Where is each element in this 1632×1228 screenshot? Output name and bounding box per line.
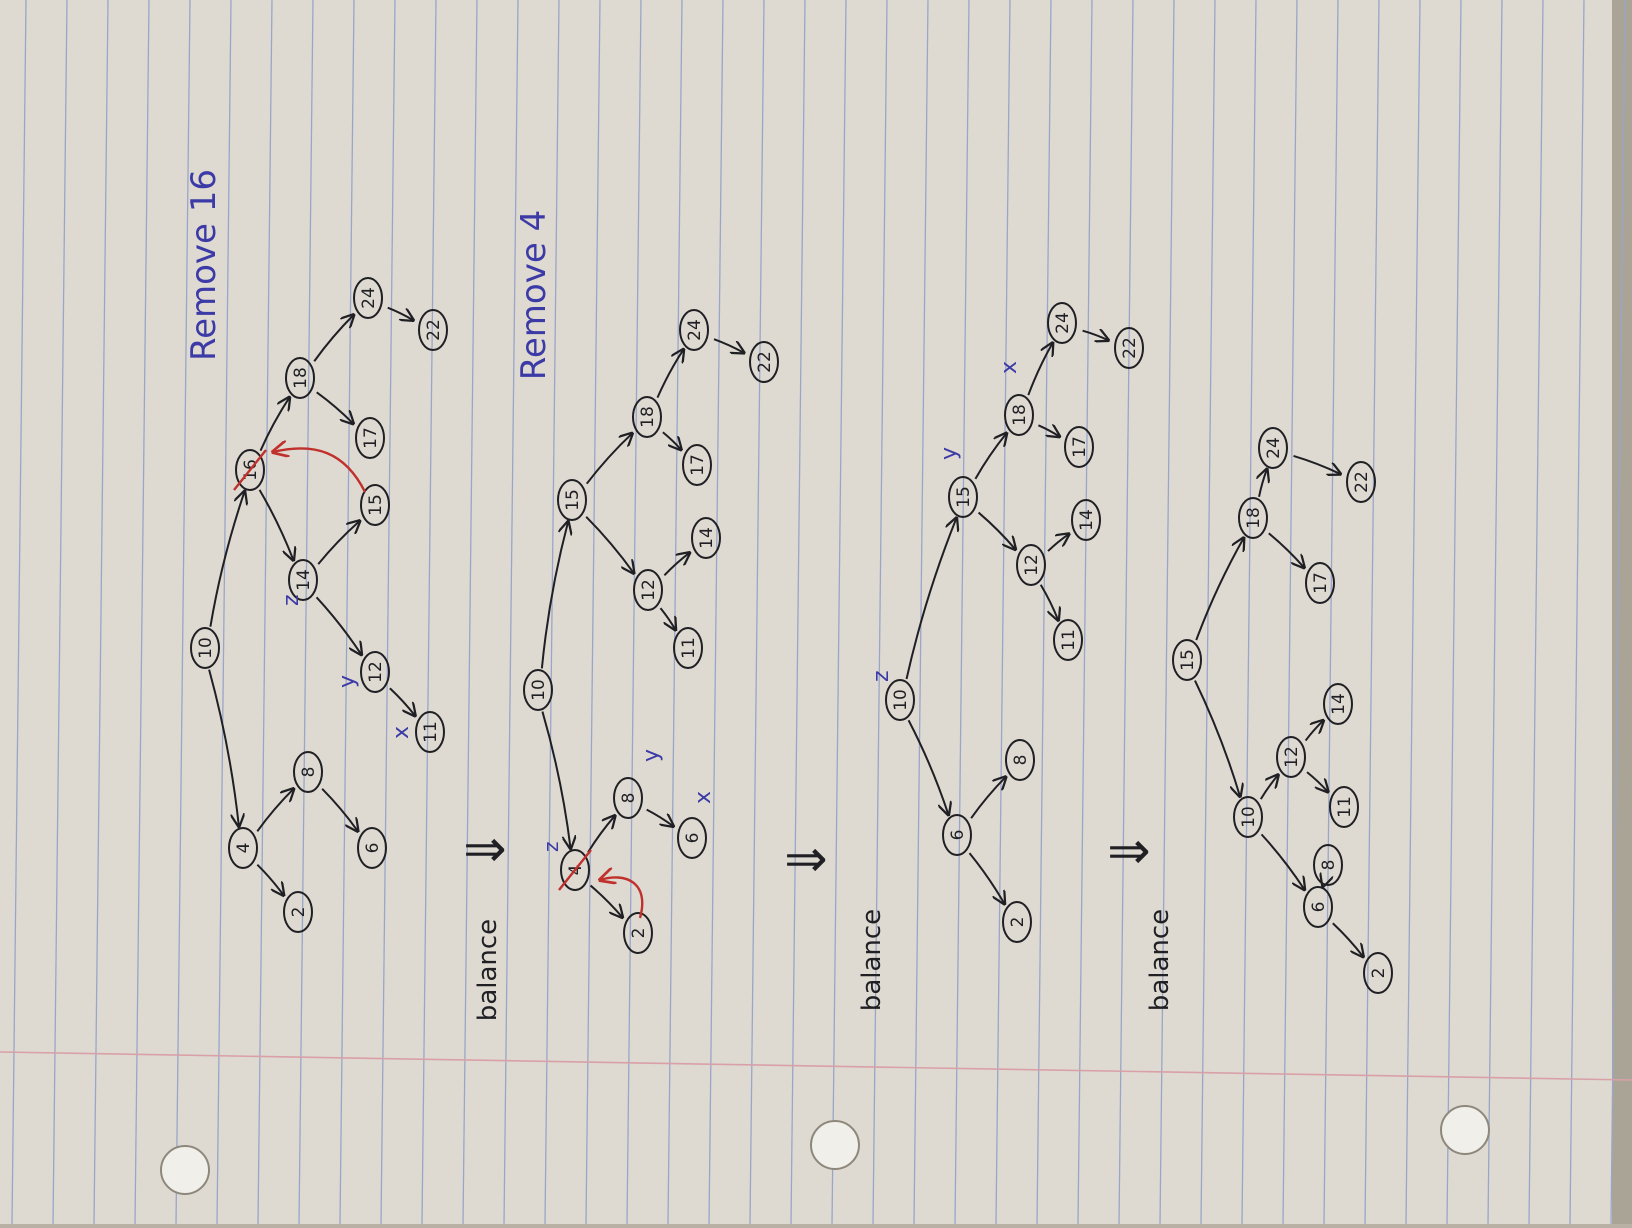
node-label: 24 (1264, 437, 1284, 459)
balance-label-3: balance (1145, 909, 1175, 1011)
binder-hole (161, 1146, 209, 1194)
node-label: 6 (683, 833, 703, 844)
node-label: 18 (291, 367, 311, 389)
node-label: 24 (685, 319, 705, 341)
label-x-step-1: x (389, 726, 414, 739)
node-label: 8 (299, 767, 319, 778)
arrow-step-2-to-3: ⇓ (778, 838, 838, 882)
node-label: 4 (234, 843, 254, 854)
node-label: 8 (1011, 755, 1031, 766)
node-label: 15 (563, 489, 583, 511)
node-label: 18 (638, 406, 658, 428)
node-label: 14 (294, 569, 314, 591)
node-label: 24 (359, 287, 379, 309)
label-x-step-3: x (997, 361, 1022, 374)
label-z-step-2: z (539, 842, 563, 853)
label-y-step-2: y (639, 749, 664, 762)
node-label: 2 (1369, 968, 1389, 979)
label-y-step-1: y (335, 675, 360, 688)
node-label: 22 (424, 319, 444, 341)
node-label: 8 (1319, 860, 1339, 871)
node-label: 14 (1329, 693, 1349, 715)
node-label: 6 (363, 843, 383, 854)
label-z-step-3: z (869, 670, 894, 682)
node-label: 22 (1120, 337, 1140, 359)
heading-remove-16: Remove 16 (184, 169, 224, 361)
node-label: 2 (1008, 917, 1028, 928)
node-label: 15 (1178, 649, 1198, 671)
node-label: 10 (529, 679, 549, 701)
node-label: 10 (196, 637, 216, 659)
node-label: 11 (1059, 629, 1079, 651)
label-y-step-3: y (937, 447, 962, 460)
node-label: 6 (1309, 902, 1329, 913)
binder-hole (811, 1121, 859, 1169)
node-label: 12 (639, 579, 659, 601)
label-z-step-1: z (279, 594, 304, 606)
node-label: 24 (1053, 312, 1073, 334)
node-label: 14 (697, 527, 717, 549)
node-label: 17 (688, 454, 708, 476)
node-label: 15 (366, 494, 386, 516)
node-label: 11 (421, 721, 441, 743)
node-label: 14 (1077, 509, 1097, 531)
node-label: 10 (1239, 806, 1259, 828)
arrow-step-1-to-2: ⇓ (457, 828, 517, 872)
node-label: 6 (948, 830, 968, 841)
node-label: 18 (1244, 507, 1264, 529)
node-label: 17 (361, 427, 381, 449)
node-label: 22 (1352, 471, 1372, 493)
balance-label-2: balance (857, 909, 887, 1011)
node-label: 12 (1022, 554, 1042, 576)
node-label: 11 (1335, 796, 1355, 818)
node-label: 2 (289, 907, 309, 918)
binder-hole (1441, 1106, 1489, 1154)
node-label: 10 (891, 689, 911, 711)
node-label: 15 (954, 486, 974, 508)
node-label: 17 (1070, 436, 1090, 458)
node-label: 12 (366, 661, 386, 683)
node-label: 11 (679, 637, 699, 659)
node-label: 2 (629, 928, 649, 939)
arrow-step-3-to-4: ⇓ (1101, 830, 1161, 874)
label-x-step-2: x (691, 791, 716, 804)
node-label: 22 (755, 351, 775, 373)
node-label: 12 (1282, 746, 1302, 768)
node-label: 17 (1311, 572, 1331, 594)
balance-label-1: balance (473, 919, 503, 1021)
heading-remove-4: Remove 4 (514, 210, 554, 380)
node-label: 18 (1010, 404, 1030, 426)
node-label: 8 (619, 793, 639, 804)
